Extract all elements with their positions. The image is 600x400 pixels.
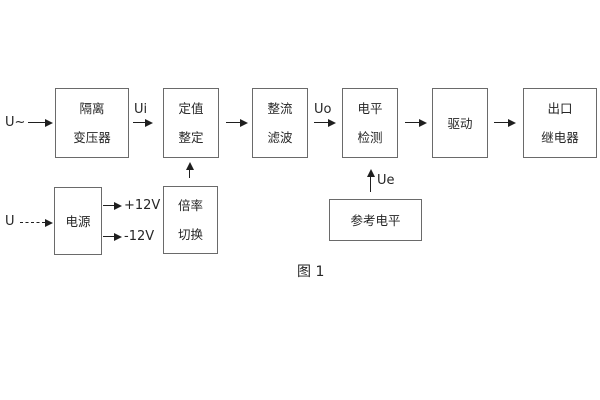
arrow-shaft bbox=[494, 122, 508, 123]
block-level-detect: 电平 检测 bbox=[342, 88, 398, 158]
arrowhead-right-icon bbox=[419, 118, 427, 127]
block-isolation-transformer: 隔离 变压器 bbox=[55, 88, 129, 158]
block-label-line: 电源 bbox=[65, 213, 91, 229]
arrow-shaft bbox=[314, 122, 328, 123]
block-label-line: 出口 bbox=[547, 101, 573, 116]
block-output-relay: 出口 继电器 bbox=[523, 88, 597, 158]
label-signal-uo: Uo bbox=[314, 102, 332, 117]
arrow-shaft bbox=[405, 122, 419, 123]
label-input-dc: U bbox=[5, 214, 15, 229]
arrow-shaft bbox=[103, 205, 114, 206]
block-rectify-filter: 整流 滤波 bbox=[252, 88, 308, 158]
block-label-line: 驱动 bbox=[447, 115, 473, 131]
block-label-line: 变压器 bbox=[73, 130, 111, 145]
label-signal-ui: Ui bbox=[134, 102, 148, 117]
arrow-isolation-to-setting bbox=[133, 118, 153, 127]
arrowhead-up-icon bbox=[185, 162, 194, 170]
arrow-setting-to-rectifier bbox=[226, 118, 248, 127]
arrow-rail-negative bbox=[103, 232, 122, 241]
arrowhead-right-icon bbox=[145, 118, 153, 127]
label-signal-ue: Ue bbox=[377, 173, 395, 188]
block-label-line: 定值 bbox=[178, 101, 204, 116]
arrow-input-dc bbox=[20, 218, 53, 227]
label-input-ac: U~ bbox=[5, 115, 26, 130]
arrow-shaft bbox=[226, 122, 240, 123]
block-ratio-switch: 倍率 切换 bbox=[163, 186, 218, 254]
arrow-input-ac bbox=[28, 118, 53, 127]
arrow-rectifier-to-level bbox=[314, 118, 336, 127]
block-label-line: 隔离 bbox=[79, 101, 105, 116]
block-label-line: 检测 bbox=[357, 130, 383, 145]
label-rail-negative: -12V bbox=[124, 229, 155, 244]
arrow-drive-to-relay bbox=[494, 118, 516, 127]
arrowhead-right-icon bbox=[114, 232, 122, 241]
arrow-shaft bbox=[189, 170, 190, 178]
block-label-line: 滤波 bbox=[267, 130, 293, 145]
block-label-line: 继电器 bbox=[541, 130, 579, 145]
figure-caption: 图 1 bbox=[297, 264, 325, 280]
arrow-level-to-drive bbox=[405, 118, 427, 127]
block-label-line: 整流 bbox=[267, 101, 293, 116]
arrowhead-up-icon bbox=[366, 169, 375, 177]
arrowhead-right-icon bbox=[45, 218, 53, 227]
arrowhead-right-icon bbox=[240, 118, 248, 127]
block-label-line: 电平 bbox=[357, 101, 383, 116]
block-label-line: 倍率 bbox=[177, 198, 203, 213]
block-drive: 驱动 bbox=[432, 88, 488, 158]
arrowhead-right-icon bbox=[45, 118, 53, 127]
arrow-shaft bbox=[103, 236, 114, 237]
arrow-shaft bbox=[370, 177, 371, 192]
block-power-supply: 电源 bbox=[54, 187, 102, 255]
block-reference-level: 参考电平 bbox=[329, 199, 422, 241]
arrow-rail-positive bbox=[103, 201, 122, 210]
arrow-shaft bbox=[28, 122, 45, 123]
arrow-shaft bbox=[20, 222, 45, 223]
block-label-line: 整定 bbox=[178, 130, 204, 145]
arrowhead-right-icon bbox=[508, 118, 516, 127]
arrow-ratio-to-setting bbox=[185, 162, 194, 178]
arrow-shaft bbox=[133, 122, 145, 123]
arrow-reference-to-level bbox=[366, 169, 375, 192]
arrowhead-right-icon bbox=[114, 201, 122, 210]
block-setting-adjust: 定值 整定 bbox=[163, 88, 219, 158]
arrowhead-right-icon bbox=[328, 118, 336, 127]
label-rail-positive: +12V bbox=[124, 198, 161, 213]
block-label-line: 切换 bbox=[177, 227, 203, 242]
block-label-line: 参考电平 bbox=[350, 212, 401, 228]
